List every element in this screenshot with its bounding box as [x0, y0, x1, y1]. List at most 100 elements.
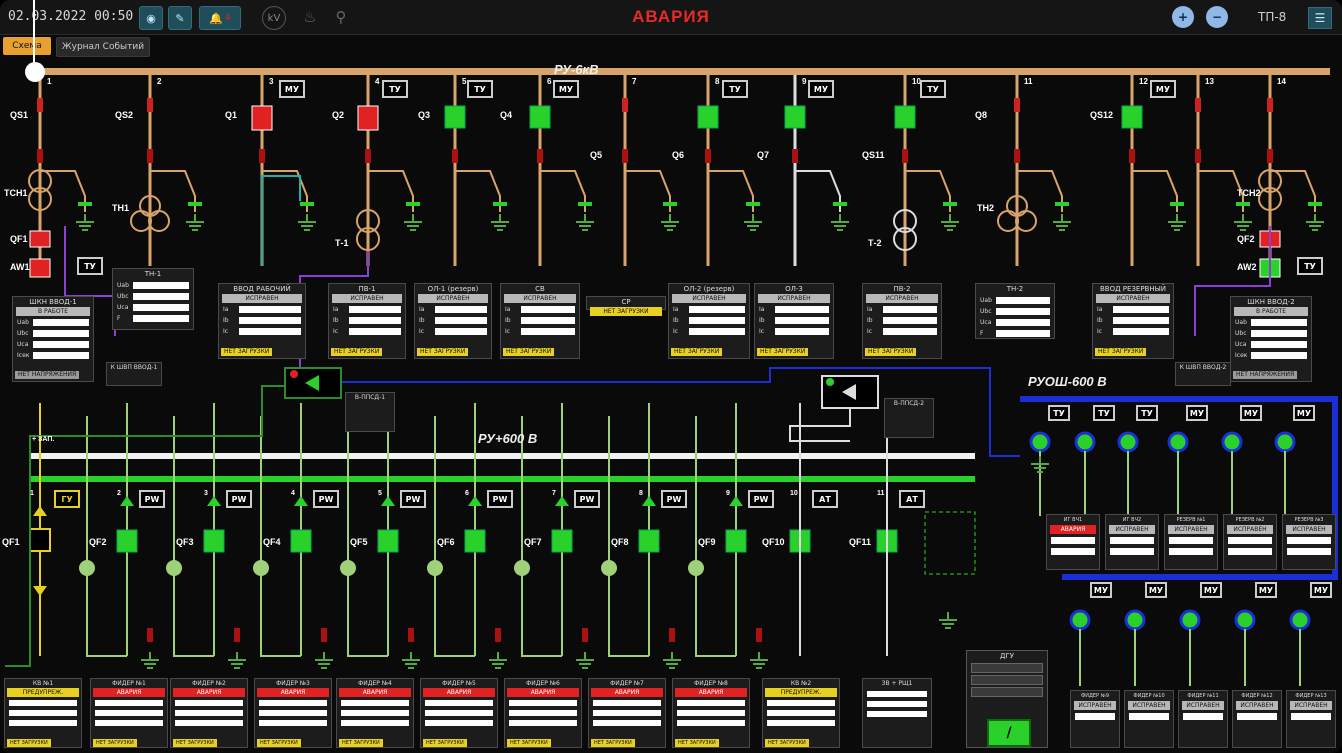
control-mode-button[interactable]: ТУ [920, 80, 946, 98]
breaker-green[interactable] [697, 105, 719, 129]
control-mode-button[interactable]: РW [226, 490, 252, 508]
disconnector-small[interactable] [147, 628, 153, 642]
control-mode-button[interactable]: МУ [1240, 405, 1262, 421]
ground-switch[interactable] [833, 202, 847, 206]
qf-breaker[interactable] [377, 529, 399, 553]
disconnector-red[interactable] [622, 98, 628, 112]
ground-switch[interactable] [746, 202, 760, 206]
qf-breaker[interactable] [725, 529, 747, 553]
breaker-red[interactable] [251, 105, 273, 131]
control-mode-button[interactable]: ГУ [54, 490, 80, 508]
tab-scheme[interactable]: Схема [3, 37, 51, 55]
qf-breaker[interactable] [290, 529, 312, 553]
disconnector-small[interactable] [582, 628, 588, 642]
qf1-breaker-yellow[interactable] [29, 528, 51, 552]
ruosh-breaker[interactable] [1274, 431, 1296, 453]
ruosh-breaker[interactable] [1069, 609, 1091, 631]
disconnector-small[interactable] [234, 628, 240, 642]
ground-switch[interactable] [578, 202, 592, 206]
fire-icon[interactable]: ♨ [303, 8, 317, 26]
control-mode-button[interactable]: ТУ [77, 257, 103, 275]
control-mode-button[interactable]: МУ [1200, 582, 1222, 598]
breaker-green[interactable] [529, 105, 551, 129]
disconnector-small[interactable] [756, 628, 762, 642]
ground-switch[interactable] [1170, 202, 1184, 206]
ruosh-breaker[interactable] [1234, 609, 1256, 631]
breaker-green[interactable] [444, 105, 466, 129]
control-mode-button[interactable]: РW [574, 490, 600, 508]
disconnector-small[interactable] [622, 149, 628, 163]
control-mode-button[interactable]: РW [748, 490, 774, 508]
disconnector-small[interactable] [37, 149, 43, 163]
control-mode-button[interactable]: РW [487, 490, 513, 508]
disconnector-small[interactable] [321, 628, 327, 642]
disconnector-small[interactable] [365, 149, 371, 163]
t1-icon[interactable] [356, 209, 380, 233]
disconnector-red[interactable] [1267, 98, 1273, 112]
disconnector-small[interactable] [537, 149, 543, 163]
ground-switch[interactable] [663, 202, 677, 206]
qf-breaker[interactable] [638, 529, 660, 553]
ground-switch[interactable] [943, 202, 957, 206]
control-mode-button[interactable]: МУ [808, 80, 834, 98]
disconnector-red[interactable] [1195, 98, 1201, 112]
aw-breaker[interactable] [29, 258, 51, 278]
ruosh-breaker[interactable] [1124, 609, 1146, 631]
ground-switch[interactable] [493, 202, 507, 206]
tn1-icon[interactable] [148, 210, 170, 232]
control-mode-button[interactable]: ТУ [382, 80, 408, 98]
ruosh-breaker[interactable] [1179, 609, 1201, 631]
t2-icon[interactable] [893, 227, 917, 251]
disconnector-small[interactable] [408, 628, 414, 642]
control-mode-button[interactable]: МУ [1255, 582, 1277, 598]
control-mode-button[interactable]: РW [139, 490, 165, 508]
control-mode-button[interactable]: МУ [553, 80, 579, 98]
ground-switch[interactable] [188, 202, 202, 206]
disconnector-small[interactable] [792, 149, 798, 163]
control-mode-button[interactable]: АТ [899, 490, 925, 508]
voltage-icon[interactable]: kV [262, 6, 286, 30]
ruosh-breaker[interactable] [1029, 431, 1051, 453]
t1-icon[interactable] [356, 227, 380, 251]
notifications-button[interactable]: 🔔4 [199, 6, 241, 30]
disconnector-small[interactable] [147, 149, 153, 163]
dgu-start-button[interactable]: / [987, 719, 1031, 747]
ground-switch[interactable] [406, 202, 420, 206]
control-mode-button[interactable]: МУ [1293, 405, 1315, 421]
breaker-red[interactable] [357, 105, 379, 131]
ruosh-breaker[interactable] [1289, 609, 1311, 631]
tsn2-icon[interactable] [1258, 187, 1282, 211]
ground-switch[interactable] [1236, 202, 1250, 206]
disconnector-small[interactable] [259, 149, 265, 163]
ground-switch[interactable] [1308, 202, 1322, 206]
ruosh-breaker[interactable] [1167, 431, 1189, 453]
control-mode-button[interactable]: АТ [812, 490, 838, 508]
ground-switch[interactable] [1055, 202, 1069, 206]
disconnector-red[interactable] [37, 98, 43, 112]
tsn1-icon[interactable] [28, 169, 52, 193]
control-mode-button[interactable]: ТУ [467, 80, 493, 98]
qf-breaker[interactable] [29, 230, 51, 248]
network-icon[interactable]: ◉ [139, 6, 163, 30]
control-mode-button[interactable]: МУ [1145, 582, 1167, 598]
disconnector-small[interactable] [1195, 149, 1201, 163]
qf-breaker[interactable] [116, 529, 138, 553]
ground-switch[interactable] [78, 202, 92, 206]
qf-breaker[interactable] [203, 529, 225, 553]
disconnector-red[interactable] [1014, 98, 1020, 112]
tn1-icon[interactable] [130, 210, 152, 232]
disconnector-red[interactable] [147, 98, 153, 112]
disconnector-small[interactable] [1267, 149, 1273, 163]
qf-breaker[interactable] [464, 529, 486, 553]
zoom-out-icon[interactable]: − [1206, 6, 1228, 28]
breaker-green[interactable] [784, 105, 806, 129]
control-mode-button[interactable]: МУ [1150, 80, 1176, 98]
search-icon[interactable]: ⚲ [335, 8, 347, 26]
breaker-green[interactable] [1121, 105, 1143, 129]
t2-icon[interactable] [893, 209, 917, 233]
tsn1-icon[interactable] [28, 187, 52, 211]
edit-icon[interactable]: ✎ [168, 6, 192, 30]
control-mode-button[interactable]: ТУ [1048, 405, 1070, 421]
control-mode-button[interactable]: МУ [1310, 582, 1332, 598]
menu-icon[interactable]: ☰ [1308, 7, 1332, 29]
